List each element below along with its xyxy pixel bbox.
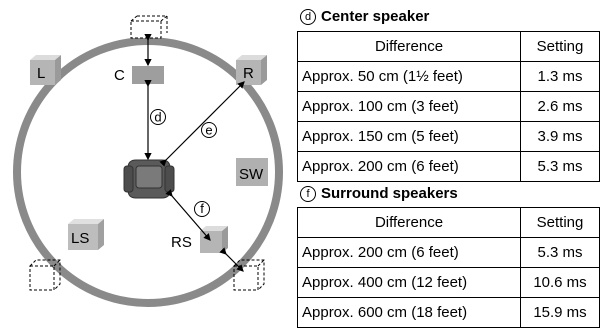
difference-cell: Approx. 400 cm (12 feet) <box>297 267 521 298</box>
surround-right-label: RS <box>171 234 192 251</box>
table-row: Approx. 50 cm (1½ feet) 1.3 ms <box>297 61 600 92</box>
listener-seat-icon <box>123 159 175 199</box>
right-speaker-label: R <box>243 65 254 82</box>
setting-cell: 3.9 ms <box>520 121 600 152</box>
setting-cell: 1.3 ms <box>520 61 600 92</box>
surround-speakers-table: Difference Setting Approx. 200 cm (6 fee… <box>297 207 600 328</box>
surround-left-speaker: LS <box>68 219 104 250</box>
header-setting: Setting <box>520 31 600 62</box>
subwoofer-label: SW <box>239 166 264 183</box>
difference-cell: Approx. 200 cm (6 feet) <box>297 237 521 268</box>
setting-cell: 5.3 ms <box>520 237 600 268</box>
setting-cell: 2.6 ms <box>520 91 600 122</box>
center-speaker-table: Difference Setting Approx. 50 cm (1½ fee… <box>297 31 600 182</box>
surround-section-marker: f <box>300 185 316 202</box>
setting-cell: 10.6 ms <box>520 267 600 298</box>
difference-cell: Approx. 200 cm (6 feet) <box>297 151 521 182</box>
center-section-title: d Center speaker <box>300 8 429 25</box>
surround-right-speaker: RS <box>171 226 228 253</box>
difference-cell: Approx. 600 cm (18 feet) <box>297 297 521 328</box>
difference-cell: Approx. 50 cm (1½ feet) <box>297 61 521 92</box>
table-row: Approx. 600 cm (18 feet) 15.9 ms <box>297 297 600 328</box>
center-ideal-position <box>130 15 168 39</box>
marker-d: d <box>150 109 166 125</box>
right-speaker: R <box>236 55 267 85</box>
center-speaker: C <box>114 66 164 84</box>
surround-section-title: f Surround speakers <box>300 185 458 202</box>
surround-gap-arrow <box>219 247 244 272</box>
arrow-e <box>159 81 245 167</box>
marker-e: e <box>201 122 217 138</box>
setting-cell: 5.3 ms <box>520 151 600 182</box>
center-speaker-label: C <box>114 67 125 84</box>
speaker-layout-diagram: L R C SW LS RS <box>13 15 283 307</box>
table-row: Approx. 400 cm (12 feet) 10.6 ms <box>297 267 600 298</box>
surround-left-label: LS <box>71 230 89 247</box>
surround-left-ideal-position <box>29 259 61 291</box>
marker-e-label: e <box>205 123 212 138</box>
difference-cell: Approx. 150 cm (5 feet) <box>297 121 521 152</box>
table-header-row: Difference Setting <box>297 31 600 62</box>
difference-cell: Approx. 100 cm (3 feet) <box>297 91 521 122</box>
marker-f: f <box>194 201 210 217</box>
table-row: Approx. 200 cm (6 feet) 5.3 ms <box>297 151 600 182</box>
header-difference: Difference <box>297 31 521 62</box>
marker-f-label: f <box>200 201 204 216</box>
left-speaker: L <box>30 55 61 85</box>
subwoofer: SW <box>236 158 268 186</box>
table-header-row: Difference Setting <box>297 207 600 238</box>
table-row: Approx. 100 cm (3 feet) 2.6 ms <box>297 91 600 122</box>
header-difference: Difference <box>297 207 521 238</box>
center-section-marker: d <box>300 8 316 25</box>
surround-section-title-text: Surround speakers <box>321 185 458 202</box>
table-row: Approx. 200 cm (6 feet) 5.3 ms <box>297 237 600 268</box>
setting-cell: 15.9 ms <box>520 297 600 328</box>
header-setting: Setting <box>520 207 600 238</box>
marker-d-label: d <box>154 110 161 125</box>
left-speaker-label: L <box>37 65 45 82</box>
arrow-f <box>165 189 211 241</box>
table-row: Approx. 150 cm (5 feet) 3.9 ms <box>297 121 600 152</box>
center-section-title-text: Center speaker <box>321 8 430 25</box>
